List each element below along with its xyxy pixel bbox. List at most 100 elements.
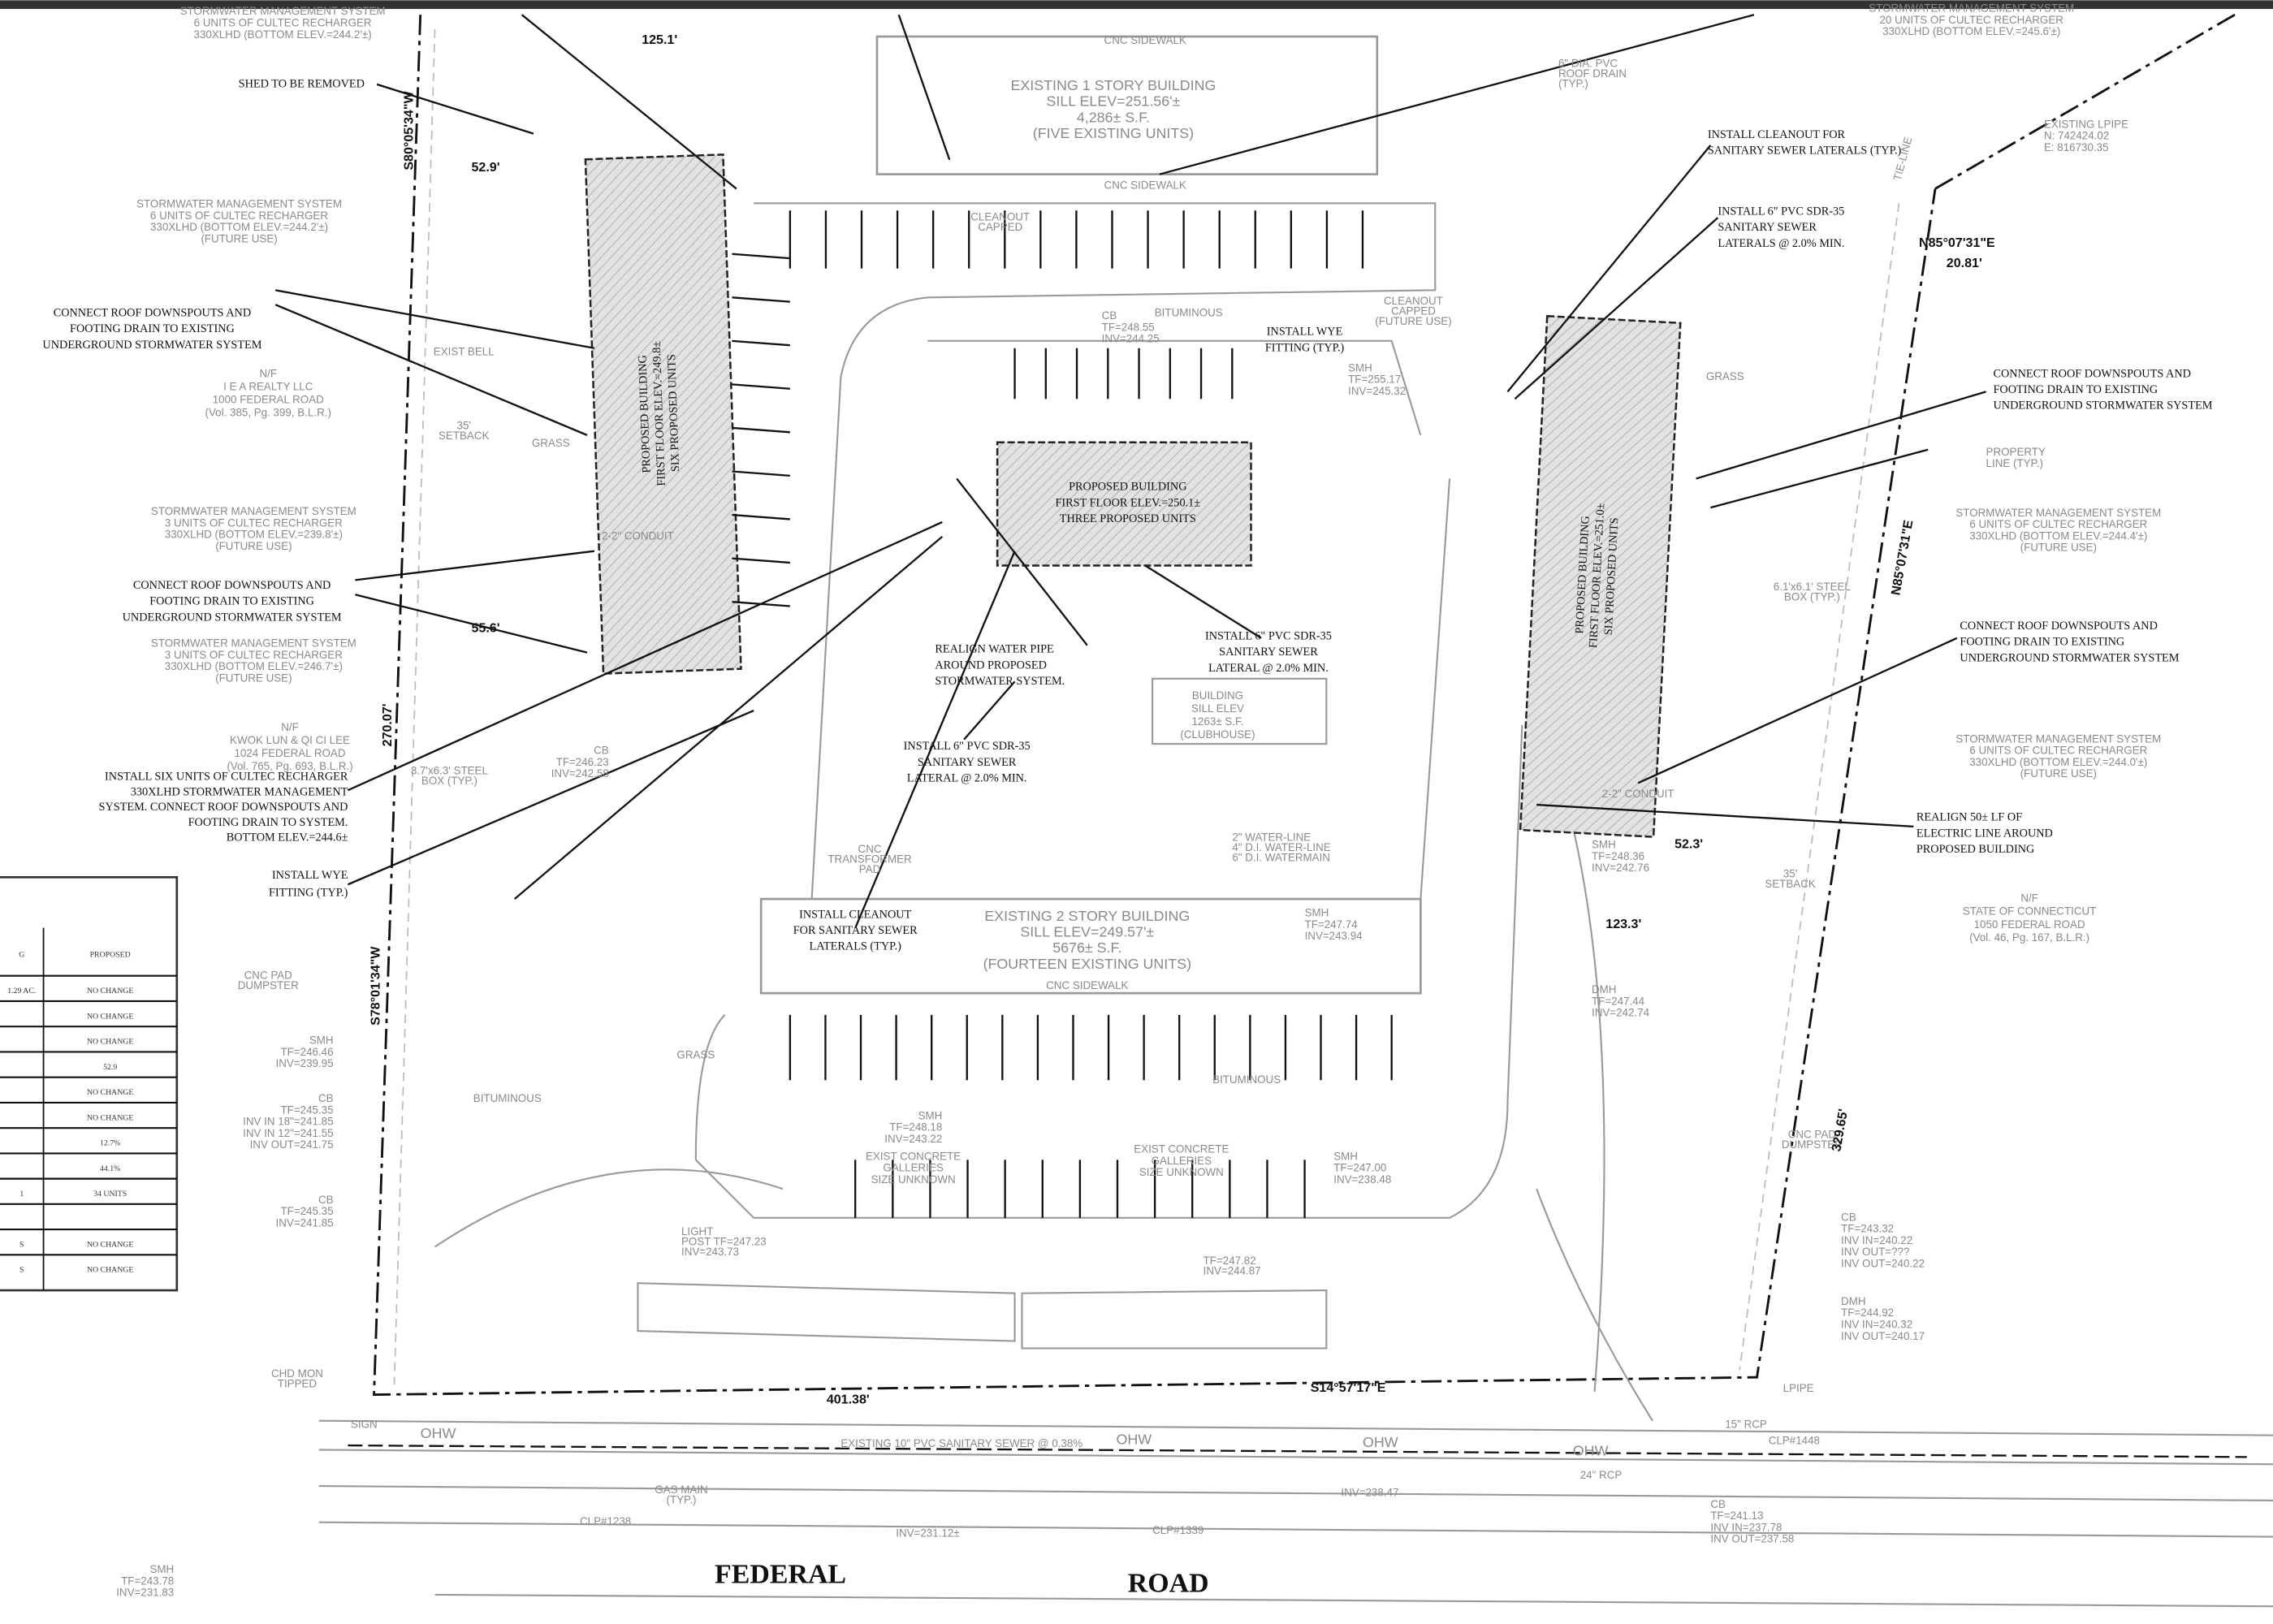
note-line: GAS MAIN	[655, 1484, 707, 1496]
note-line: CB	[318, 1092, 334, 1104]
note-clp-1238: CLP#1238	[580, 1515, 631, 1527]
note-line: FOOTING DRAIN TO EXISTING	[149, 595, 314, 608]
note-line: 6 UNITS OF CULTEC RECHARGER	[150, 209, 328, 222]
note-line: SILL ELEV=249.57'±	[1020, 924, 1154, 940]
callout-leader-line	[521, 14, 737, 190]
note-line: SMH	[149, 1563, 174, 1575]
dimension-d-523: 52.3'	[1675, 837, 1703, 852]
parking-stall-line	[732, 339, 790, 347]
note-line: UNDERGROUND STORMWATER SYSTEM	[1993, 400, 2212, 412]
note-line: DUMPSTER	[238, 979, 299, 991]
table-cell-proposed: NO CHANGE	[87, 1012, 133, 1021]
note-line: INV IN 12"=241.55	[243, 1127, 333, 1139]
callout-leader-line	[1637, 637, 1958, 784]
note-line: TF=245.35	[281, 1104, 334, 1116]
note-line: CNC PAD	[244, 969, 293, 981]
note-line: 330XLHD (BOTTOM ELEV.=239.8'±)	[165, 529, 343, 541]
note-line: SANITARY SEWER	[918, 756, 1017, 769]
note-line: INV IN=240.32	[1841, 1318, 1912, 1330]
note-line: GRASS	[532, 437, 570, 449]
table-cell-proposed: 34 UNITS	[93, 1190, 127, 1199]
note-grass-1: GRASS	[532, 437, 570, 449]
note-line: CLP#1238	[580, 1515, 631, 1527]
note-bituminous-3: BITUMINOUS	[1212, 1073, 1281, 1086]
note-line: LATERALS @ 2.0% MIN.	[1718, 237, 1844, 250]
note-line: TIPPED	[278, 1378, 318, 1390]
note-line: PROPOSED BUILDING	[1573, 516, 1592, 634]
note-line: SHED TO BE REMOVED	[239, 77, 365, 90]
table-cell-existing: 1	[19, 1190, 24, 1199]
note-line: BUILDING	[1192, 689, 1243, 702]
dimension-d-32965: 329.65'	[1829, 1108, 1851, 1152]
note-line: SMH	[1305, 907, 1329, 919]
note-line: TF=247.00	[1333, 1162, 1386, 1174]
note-line: ELECTRIC LINE AROUND	[1916, 827, 2053, 840]
note-line: 6" D.I. WATERMAIN	[1232, 852, 1330, 864]
note-line: INV=238.47	[1341, 1487, 1398, 1499]
note-line: (FUTURE USE)	[215, 672, 292, 684]
note-line: (Vol. 765, Pg. 693, B.L.R.)	[227, 760, 352, 772]
note-grass-2: GRASS	[676, 1048, 715, 1060]
note-line: EXIST BELL	[434, 346, 495, 358]
note-line: CLP#1339	[1152, 1524, 1203, 1536]
note-grass-3: GRASS	[1706, 370, 1744, 382]
note-line: GRASS	[1706, 370, 1744, 382]
note-line: TF=245.35	[281, 1205, 334, 1217]
note-line: TF=255.17	[1348, 374, 1401, 386]
note-line: BITUMINOUS	[473, 1092, 542, 1104]
callout-leader-line	[1144, 564, 1262, 639]
table-cell-proposed: 12.7%	[100, 1139, 120, 1148]
note-lpipe-bottom: LPIPE	[1783, 1382, 1814, 1394]
note-clp-1448: CLP#1448	[1769, 1434, 1820, 1446]
callout-leader-line	[854, 551, 1016, 929]
note-line: 330XLHD (BOTTOM ELEV.=244.0'±)	[1969, 756, 2147, 768]
note-line: CB	[1841, 1211, 1856, 1223]
note-rcp-24: 24" RCP	[1580, 1469, 1623, 1481]
note-line: CONNECT ROOF DOWNSPOUTS AND	[1993, 367, 2190, 380]
note-line: SYSTEM. CONNECT ROOF DOWNSPOUTS AND	[99, 801, 348, 814]
note-line: THREE PROPOSED UNITS	[1060, 512, 1196, 525]
road-name-federal: FEDERAL	[715, 1560, 846, 1590]
note-line: INV=243.73	[681, 1246, 739, 1258]
note-line: INV=243.94	[1305, 930, 1363, 942]
note-line: SIZE UNKNOWN	[871, 1173, 956, 1186]
callout-leader-line	[274, 289, 595, 349]
note-line: INV=242.74	[1592, 1007, 1650, 1019]
dimension-bearing-right: N85°07'31"E	[1888, 519, 1916, 597]
note-line: N/F	[259, 367, 277, 379]
note-line: SILL ELEV	[1191, 702, 1244, 715]
callout-leader-line	[347, 520, 943, 792]
note-line: 24" RCP	[1580, 1469, 1623, 1481]
table-cell-existing: 1.29 AC.	[7, 987, 36, 996]
note-line: E: 816730.35	[2044, 141, 2109, 153]
table-cell-proposed: NO CHANGE	[87, 987, 133, 996]
note-setback-right: 35'SETBACK	[1765, 867, 1816, 889]
note-tie-line: TIE-LINE	[1891, 136, 1915, 182]
note-line: TF=244.92	[1841, 1307, 1894, 1319]
note-line: PROPOSED BUILDING	[1069, 481, 1186, 494]
callout-leader-line	[1506, 145, 1712, 393]
note-line: INV IN=240.22	[1841, 1234, 1912, 1246]
note-line: TIE-LINE	[1891, 136, 1915, 182]
dimension-d-27007: 270.07'	[380, 703, 395, 746]
note-line: CB	[318, 1194, 334, 1206]
note-line: 2" WATER-LINE	[1232, 831, 1311, 844]
callout-leader-line	[513, 535, 944, 900]
callout-leader-line	[1710, 448, 1929, 509]
note-line: INV=244.87	[1203, 1264, 1261, 1276]
note-line: 1050 FEDERAL ROAD	[1974, 918, 2085, 931]
note-line: INV IN=237.78	[1710, 1521, 1782, 1533]
note-line: GALLERIES	[1152, 1155, 1212, 1167]
note-line: 5676± S.F.	[1052, 939, 1121, 956]
note-line: STORMWATER MANAGEMENT SYSTEM	[151, 505, 357, 517]
note-line: SIX PROPOSED UNITS	[1602, 517, 1622, 636]
